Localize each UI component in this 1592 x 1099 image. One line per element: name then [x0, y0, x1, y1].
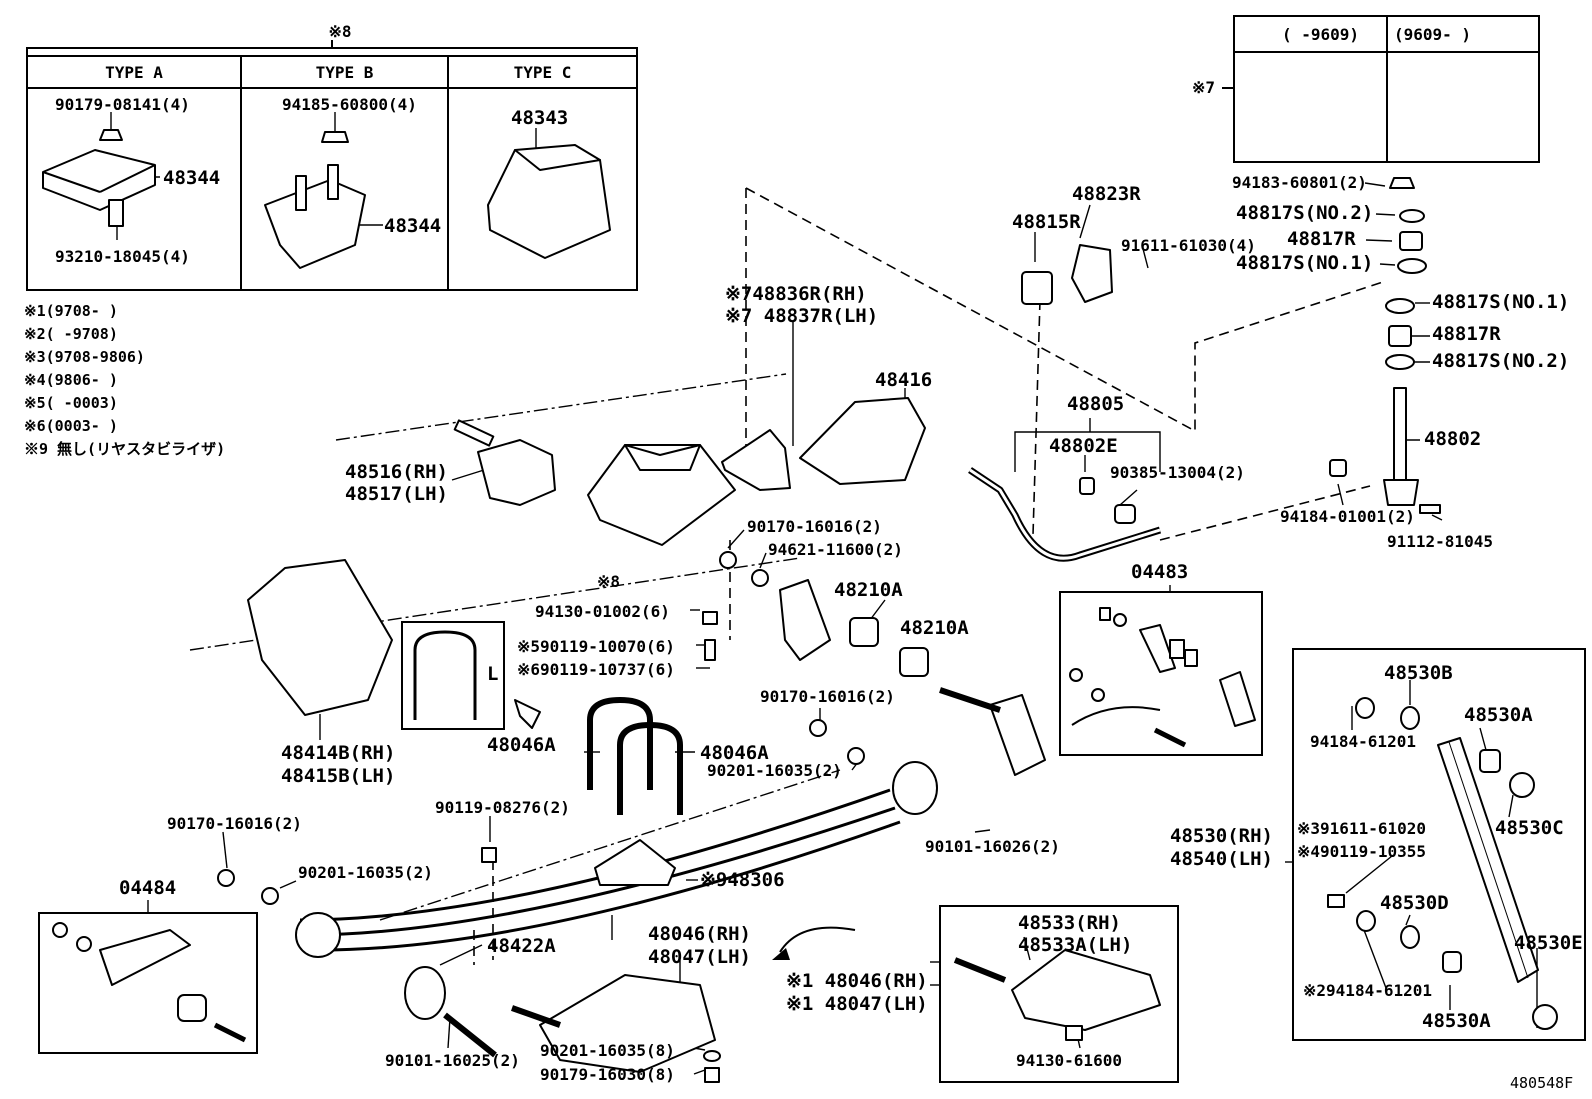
label-94130-61600: 94130-61600 [1016, 1051, 1122, 1070]
type-b-top-part: 94185-60800(4) [282, 95, 417, 114]
label-90201-a: 90201-16035(2) [707, 761, 842, 780]
label-94184-61201: 94184-61201 [1310, 732, 1416, 751]
label-48533: 48533(RH) [1018, 912, 1121, 934]
label-48817s-no2-b: 48817S(NO.2) [1432, 350, 1570, 372]
label-48516: 48516(RH) [345, 461, 448, 483]
label-48530b: 48530B [1384, 662, 1453, 684]
date-box-ref: ※7 [1192, 78, 1216, 97]
ubolt-length-frame [401, 621, 505, 730]
note-5: ※5( -0003) [24, 394, 118, 412]
label-90201-b: 90201-16035(2) [298, 863, 433, 882]
label-48817r-a: 48817R [1287, 228, 1356, 250]
label-48817s-no1-a: 48817S(NO.1) [1236, 252, 1374, 274]
label-48817r-b: 48817R [1432, 323, 1501, 345]
label-90170-b: 90170-16016(2) [760, 687, 895, 706]
label-690119: ※690119-10737(6) [517, 660, 675, 679]
label-48533a: 48533A(LH) [1018, 934, 1133, 956]
label-48414: 48414B(RH) [281, 742, 396, 764]
note-2: ※2( -9708) [24, 325, 118, 343]
label-48805: 48805 [1067, 393, 1125, 415]
type-a-bottom-part: 93210-18045(4) [55, 247, 190, 266]
inset-shock-frame [1292, 648, 1586, 1041]
label-04484: 04484 [119, 877, 177, 899]
label-90385: 90385-13004(2) [1110, 463, 1245, 482]
label-48823: 48823R [1072, 183, 1141, 205]
label-48306: ※948306 [700, 869, 785, 891]
label-48046a-1: 48046A [487, 734, 556, 756]
label-48530d: 48530D [1380, 892, 1449, 914]
note-3: ※3(9708-9806) [24, 348, 145, 366]
label-94621: 94621-11600(2) [768, 540, 903, 559]
label-94130-01002: 94130-01002(6) [535, 602, 670, 621]
label-91112: 91112-81045 [1387, 532, 1493, 551]
label-590119: ※590119-10070(6) [517, 637, 675, 656]
date-box-col2: (9609- ) [1394, 25, 1472, 44]
note-1: ※1(9708- ) [24, 302, 118, 320]
type-table-frame [26, 55, 638, 291]
label-48210a-2: 48210A [900, 617, 969, 639]
label-391611: ※391611-61020 [1297, 819, 1426, 838]
label-48046-rh: 48046(RH) [648, 923, 751, 945]
type-b-header: TYPE B [315, 63, 374, 82]
note-4: ※4(9806- ) [24, 371, 118, 389]
label-90170-c: 90170-16016(2) [167, 814, 302, 833]
inset-48533-frame [939, 905, 1179, 1083]
label-48517: 48517(LH) [345, 483, 448, 505]
label-490119: ※490119-10355 [1297, 842, 1426, 861]
label-ubolt-length: L [487, 663, 499, 685]
label-1-48046: ※1 48046(RH) [786, 970, 928, 992]
label-48815: 48815R [1012, 211, 1081, 233]
date-box-col1: ( -9609) [1282, 25, 1360, 44]
label-91611: 91611-61030(4) [1121, 236, 1256, 255]
label-48415: 48415B(LH) [281, 765, 396, 787]
type-b-block: 48344 [384, 215, 442, 237]
inset-04483-frame [1059, 591, 1263, 756]
label-48047-lh: 48047(LH) [648, 946, 751, 968]
label-48817s-no1-b: 48817S(NO.1) [1432, 291, 1570, 313]
label-90179: 90179-16030(8) [540, 1065, 675, 1084]
label-48210a-1: 48210A [834, 579, 903, 601]
note-6: ※6(0003- ) [24, 417, 118, 435]
label-48530c: 48530C [1495, 817, 1564, 839]
label-48530a-1: 48530A [1464, 704, 1533, 726]
label-90119: 90119-08276(2) [435, 798, 570, 817]
label-48837: ※7 48837R(LH) [725, 305, 879, 327]
label-90170-a: 90170-16016(2) [747, 517, 882, 536]
label-48530e: 48530E [1514, 932, 1583, 954]
label-48422a: 48422A [487, 935, 556, 957]
label-04483: 04483 [1131, 561, 1189, 583]
label-48046a-2: 48046A [700, 742, 769, 764]
label-294184: ※294184-61201 [1303, 981, 1432, 1000]
label-48817s-no2-a: 48817S(NO.2) [1236, 202, 1374, 224]
type-a-plate: 48344 [163, 167, 221, 189]
type-c-bracket: 48343 [511, 107, 569, 129]
diagram-code: 480548F [1510, 1074, 1574, 1092]
label-48802: 48802 [1424, 428, 1482, 450]
label-48530a-2: 48530A [1422, 1010, 1491, 1032]
label-90201-c: 90201-16035(8) [540, 1041, 675, 1060]
label-48836: ※748836R(RH) [725, 283, 867, 305]
label-1-48047: ※1 48047(LH) [786, 993, 928, 1015]
type-table-ref: ※8 [328, 22, 352, 41]
label-48530-rh: 48530(RH) [1170, 825, 1273, 847]
note-9: ※9 無し(リヤスタビライザ) [24, 440, 226, 458]
label-90101-16026: 90101-16026(2) [925, 837, 1060, 856]
label-94184-01001: 94184-01001(2) [1280, 507, 1415, 526]
type-a-top-part: 90179-08141(4) [55, 95, 190, 114]
label-94183: 94183-60801(2) [1232, 173, 1367, 192]
type-a-header: TYPE A [105, 63, 163, 82]
label-ref-8: ※8 [597, 572, 621, 591]
label-48416: 48416 [875, 369, 933, 391]
type-c-header: TYPE C [513, 63, 572, 82]
label-48540-lh: 48540(LH) [1170, 848, 1273, 870]
label-48802e: 48802E [1049, 435, 1118, 457]
label-90101-16025: 90101-16025(2) [385, 1051, 520, 1070]
